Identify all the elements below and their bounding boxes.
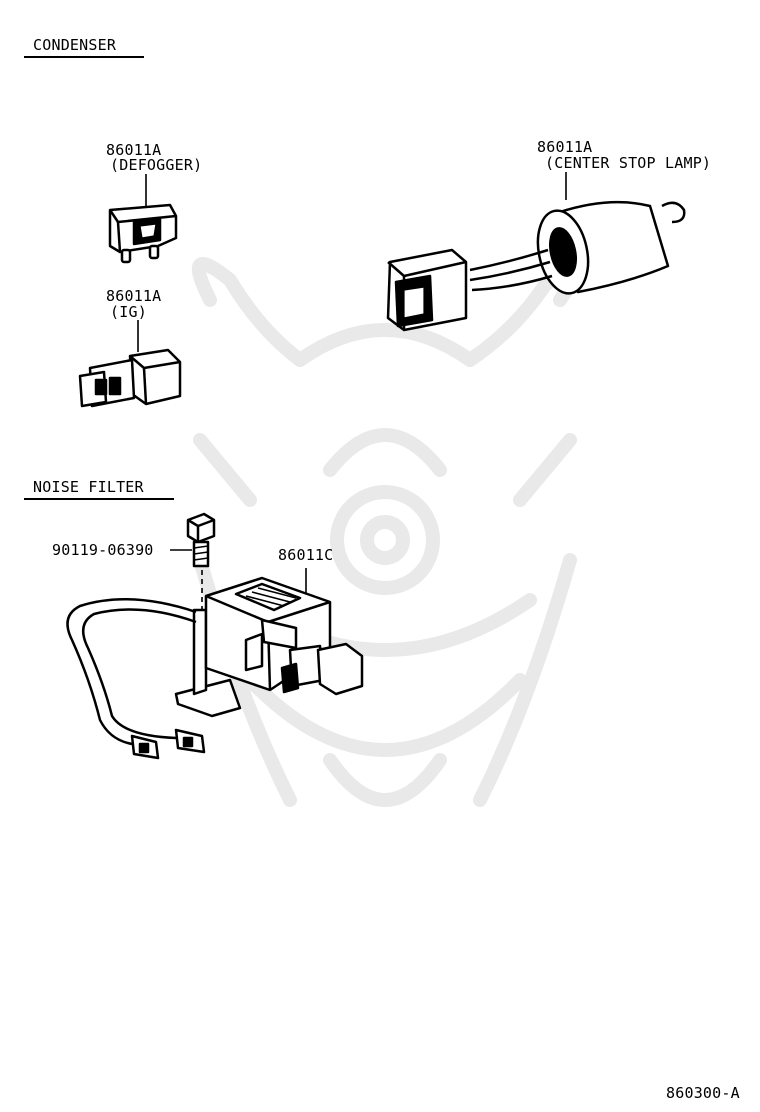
part-number-noise-filter: 86011C: [278, 546, 334, 564]
part-number-center-stop-lamp: 86011A: [537, 138, 593, 156]
section-title-noise-filter: NOISE FILTER: [33, 478, 144, 496]
part-number-defogger: 86011A: [106, 141, 162, 159]
part-note-ig: (IG): [110, 303, 147, 321]
section-underline-condenser: [24, 56, 144, 58]
noise-filter-illustration: [66, 568, 364, 760]
watermark-logo: [191, 257, 584, 807]
part-note-center-stop-lamp: (CENTER STOP LAMP): [545, 154, 712, 172]
center-stop-lamp-condenser-illustration: [386, 172, 686, 332]
defogger-condenser-illustration: [108, 174, 178, 264]
part-number-ig: 86011A: [106, 287, 162, 305]
section-title-condenser: CONDENSER: [33, 36, 117, 54]
part-note-defogger: (DEFOGGER): [110, 156, 203, 174]
ig-condenser-illustration: [78, 320, 182, 408]
diagram-id: 860300-A: [666, 1084, 740, 1102]
part-number-bolt: 90119-06390: [52, 541, 154, 559]
section-underline-noise-filter: [24, 498, 174, 500]
